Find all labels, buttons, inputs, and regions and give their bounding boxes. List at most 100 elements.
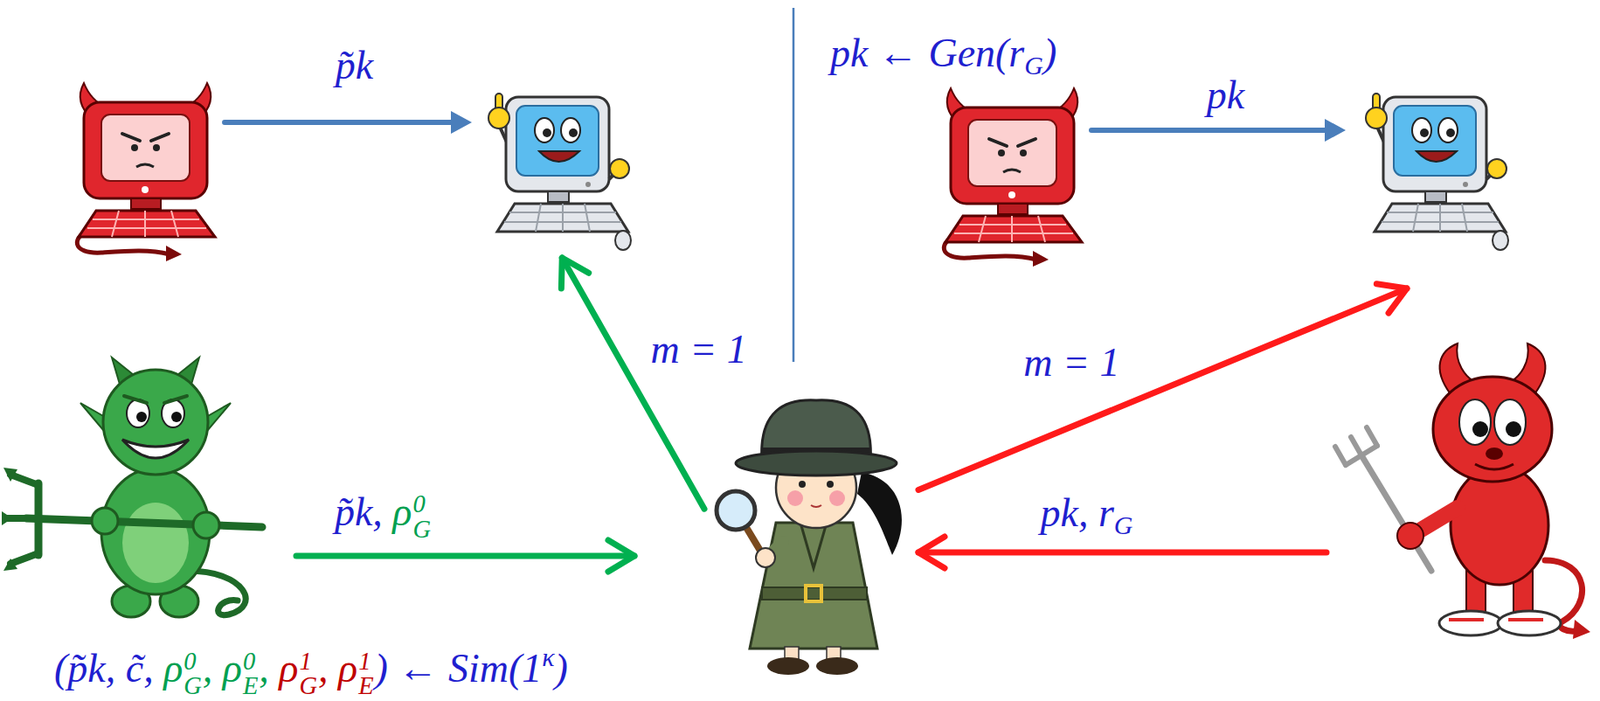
honest-computer xyxy=(1345,83,1521,289)
text-run: pk ← Gen(r xyxy=(830,30,1025,76)
arrow-head xyxy=(918,536,945,568)
detective-figure-part xyxy=(800,522,827,568)
bsd-daemon-figure-part xyxy=(1505,421,1522,437)
bsd-daemon-figure-part xyxy=(1475,464,1514,470)
bsd-daemon-figure-part xyxy=(1497,610,1561,636)
text-run: ρ xyxy=(392,489,412,534)
devil-computer-icon xyxy=(76,83,215,262)
detective-figure-part xyxy=(749,522,878,649)
arrow-connector xyxy=(296,540,635,572)
script-stack: G0 xyxy=(412,491,431,542)
arrow-connector xyxy=(224,110,472,134)
edge-label: pk, rG xyxy=(1037,490,1137,541)
green-devil-figure-part xyxy=(124,395,188,403)
arrow-connector xyxy=(918,536,1327,568)
bsd-daemon-figure-part xyxy=(1450,465,1549,585)
attacker-computer xyxy=(66,81,225,257)
superscript: 0 xyxy=(183,649,202,675)
detective-figure-part xyxy=(816,657,859,675)
detective-figure-part xyxy=(767,657,810,675)
bsd-daemon-figure-part xyxy=(1572,619,1591,639)
superscript: 0 xyxy=(412,491,431,518)
subscript: G xyxy=(412,517,431,543)
text-run: , xyxy=(258,645,270,691)
arrow-head xyxy=(561,257,589,289)
green-devil-figure-part xyxy=(1,467,18,571)
simulator-output-label: (p̃k, c̃, ρG0, ρE0, ρG1, ρE1) ← Sim(1κ) xyxy=(50,642,572,700)
bsd-daemon-figure-part xyxy=(1494,399,1526,445)
script-stack: G1 xyxy=(298,649,318,700)
bsd-daemon-figure-part xyxy=(1448,617,1544,622)
key-generation-label: pk ← Gen(rG) xyxy=(826,30,1060,81)
text-run: ) xyxy=(554,645,568,691)
detective-figure-part xyxy=(716,491,755,530)
text-run: p̃k xyxy=(335,42,374,88)
edge-label: m = 1 xyxy=(1019,339,1123,387)
text-run: m = 1 xyxy=(650,326,747,372)
detective-figure-part xyxy=(798,480,806,488)
text-run xyxy=(269,645,280,691)
arrow-head xyxy=(608,540,635,572)
text-run: pk xyxy=(1206,72,1245,118)
text-run: (p̃k, c̃, xyxy=(54,645,164,691)
detective-figure-part xyxy=(787,490,804,506)
green-devil-figure-part xyxy=(6,474,39,564)
text-run: p̃k, xyxy=(334,489,393,534)
arrow-head xyxy=(1324,118,1346,142)
bsd-daemon-figure-part xyxy=(1472,421,1489,437)
green-devil-figure-part xyxy=(193,512,220,539)
honest-computer-icon xyxy=(1365,93,1509,250)
green-devil-figure-part xyxy=(122,439,189,458)
text-run: ) xyxy=(1043,30,1057,76)
bsd-daemon-figure-part xyxy=(1459,399,1491,445)
honest-computer-icon xyxy=(488,93,631,250)
subscript: G xyxy=(183,673,202,700)
text-run: pk, r xyxy=(1040,490,1115,535)
bsd-daemon-figure-part xyxy=(1485,447,1504,460)
green-devil-figure-part xyxy=(103,369,208,475)
detective-figure-part xyxy=(761,587,867,600)
script-stack: E1 xyxy=(358,649,374,700)
detective-figure-part xyxy=(810,505,822,507)
text-run: ) ← Sim(1 xyxy=(374,645,543,691)
subscript: E xyxy=(242,673,258,700)
green-devil-figure-part xyxy=(122,502,189,583)
subscript: E xyxy=(358,673,374,700)
text-run: ρ xyxy=(278,645,298,691)
adversary-daemon xyxy=(1326,341,1595,644)
text-run: , ρ xyxy=(202,645,243,691)
distinguisher-detective xyxy=(704,393,919,679)
detective-figure-part xyxy=(826,480,834,488)
green-devil-figure-part xyxy=(91,507,118,534)
edge-label: m = 1 xyxy=(646,326,750,374)
arrow-connector xyxy=(918,283,1407,491)
edge-label: p̃k xyxy=(332,42,377,90)
arrow-line xyxy=(296,553,635,560)
subscript: G xyxy=(298,673,318,700)
superscript: 0 xyxy=(242,649,258,675)
detective-figure-part xyxy=(735,450,897,476)
arrow-connector xyxy=(1091,118,1346,142)
edge-label: pk xyxy=(1203,72,1248,119)
green-devil-figure-part xyxy=(26,518,263,527)
simulator-devil: (p̃k, c̃, ρG0, ρE0, ρG1, ρE1) ← Sim(1κ) xyxy=(0,352,297,624)
text-run: G xyxy=(1114,510,1134,540)
text-run: , ρ xyxy=(318,645,358,691)
attacker-computer: pk ← Gen(rG) xyxy=(933,86,1092,257)
divider-line xyxy=(792,7,796,362)
bsd-daemon-figure-part xyxy=(1397,522,1424,549)
detective-figure-part xyxy=(829,490,846,506)
honest-computer xyxy=(471,83,643,258)
superscript: 1 xyxy=(298,649,318,675)
green-devil-figure xyxy=(1,357,263,617)
arrow-line xyxy=(918,288,1407,490)
arrow-head xyxy=(450,110,472,134)
text-run: ρ xyxy=(163,645,183,691)
detective-figure-part xyxy=(755,547,776,568)
bsd-daemon-figure-part xyxy=(1361,455,1432,571)
arrow-line xyxy=(224,119,456,125)
text-run: κ xyxy=(541,642,555,672)
